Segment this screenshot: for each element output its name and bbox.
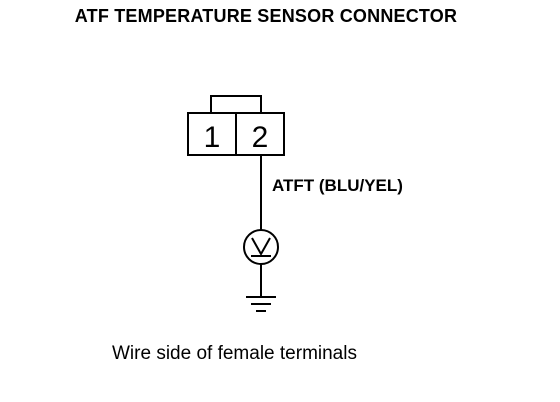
terminal-view-caption: Wire side of female terminals bbox=[112, 343, 357, 364]
diagram-title: ATF TEMPERATURE SENSOR CONNECTOR bbox=[74, 6, 458, 26]
wire-label-atft: ATFT (BLU/YEL) bbox=[272, 176, 403, 195]
terminal-1-label: 1 bbox=[204, 121, 221, 154]
connector-latch bbox=[210, 95, 262, 114]
terminal-2-label: 2 bbox=[252, 121, 269, 154]
sensor-symbol-icon bbox=[243, 229, 279, 265]
ground-icon bbox=[246, 296, 276, 312]
